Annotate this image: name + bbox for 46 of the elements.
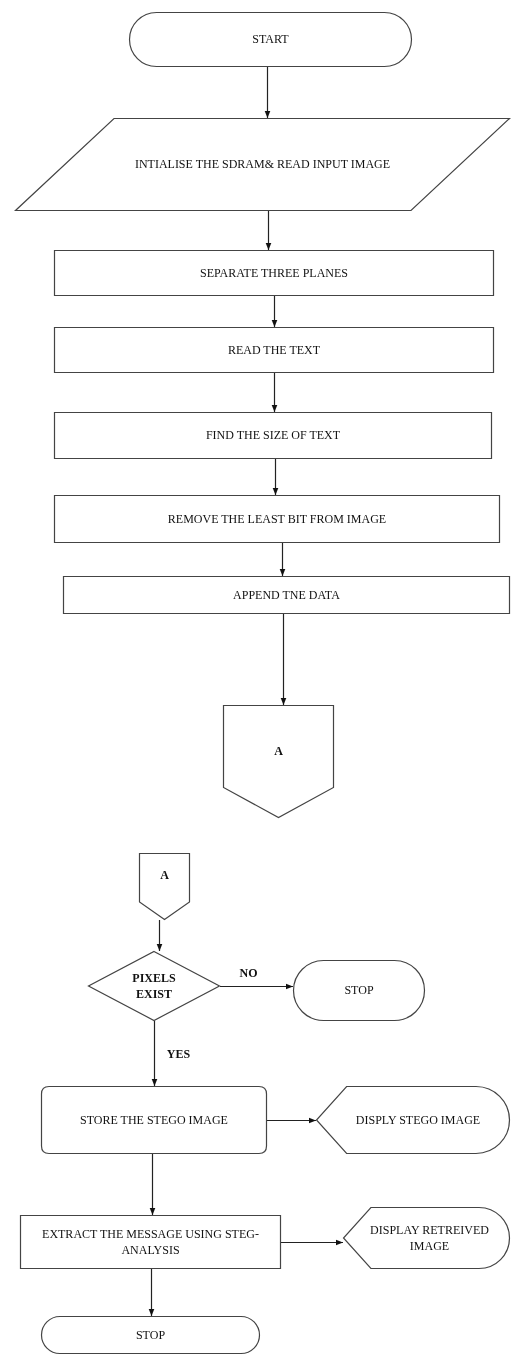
arrow: [265, 210, 272, 251]
process-box: [41, 1086, 267, 1154]
node-label: STOP: [344, 982, 374, 999]
process-box: [20, 1215, 281, 1269]
node-label: EXTRACT THE MESSAGE USING STEG-ANALYSIS: [41, 1225, 260, 1259]
process-box: [63, 576, 510, 614]
arrow: [264, 66, 271, 119]
node-label: READ THE TEXT: [227, 341, 321, 359]
arrow: [149, 1153, 156, 1216]
off-page-connector: [223, 705, 334, 818]
node-label: PIXELS EXIST: [131, 969, 177, 1003]
arrow: [272, 458, 279, 496]
node-label: A: [274, 743, 283, 760]
node-label: START: [252, 31, 289, 48]
process-box: [54, 250, 494, 296]
node-label: DISPLY STEGO IMAGE: [355, 1111, 481, 1129]
display-shape: [343, 1207, 510, 1269]
terminal-shape: [129, 12, 412, 67]
arrow: [156, 919, 163, 952]
arrow: [279, 542, 286, 577]
arrow: [280, 1239, 344, 1246]
arrow: [266, 1117, 317, 1124]
off-page-connector: [139, 853, 190, 920]
node-label: STOP: [135, 1326, 166, 1344]
node-label: REMOVE THE LEAST BIT FROM IMAGE: [167, 510, 387, 528]
node-label: SEPARATE THREE PLANES: [200, 264, 348, 282]
arrow: [271, 295, 278, 328]
process-box: [54, 412, 492, 459]
node-label: A: [160, 867, 169, 884]
arrow: [271, 372, 278, 413]
node-label: FIND THE SIZE OF TEXT: [205, 427, 341, 444]
node-label: STORE THE STEGO IMAGE: [80, 1111, 228, 1129]
display-shape: [316, 1086, 510, 1154]
arrow: [151, 1020, 158, 1087]
terminal-shape: [41, 1316, 260, 1354]
process-box: [54, 327, 494, 373]
node-label: DISPLAY RETREIVED IMAGE: [369, 1221, 490, 1255]
input-parallelogram: [15, 118, 510, 211]
arrow: [219, 983, 294, 990]
node-label: APPEND TNE DATA: [233, 586, 340, 604]
arrow: [148, 1268, 155, 1317]
decision-diamond: [88, 951, 220, 1021]
node-label: INTIALISE THE SDRAM& READ INPUT IMAGE: [134, 156, 391, 173]
arrow: [280, 613, 287, 706]
terminal-shape: [293, 960, 425, 1021]
process-box: [54, 495, 500, 543]
